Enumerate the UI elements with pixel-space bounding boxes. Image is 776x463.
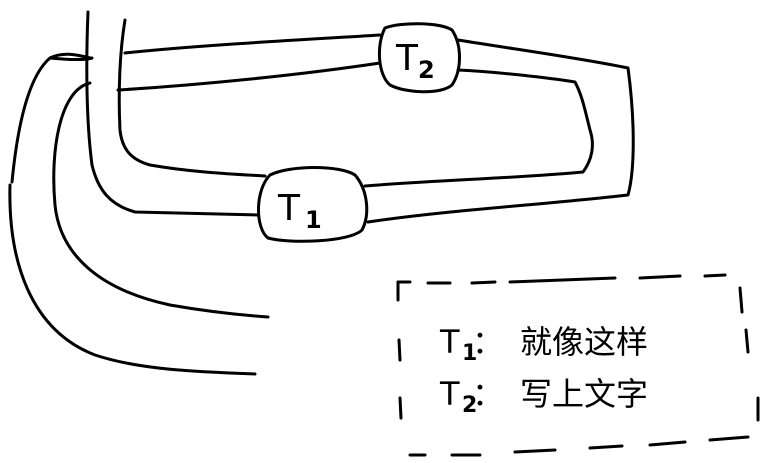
legend-box: T 1 ： 就像这样 T 2 ： 写上文字 [396, 273, 760, 457]
t1-node-subscript: 1 [305, 206, 322, 234]
track-right-inner [363, 68, 594, 188]
legend-row-2-colon: ： [472, 375, 504, 413]
legend-row-2-subscript: 2 [462, 393, 477, 418]
legend-row-1-colon: ： [472, 323, 504, 361]
legend-row-2: T 2 ： 写上文字 [439, 375, 648, 418]
left-outer-boundary [8, 183, 257, 376]
legend-border-top [396, 273, 727, 285]
legend-row-1-text: 就像这样 [520, 323, 648, 361]
t2-node-letter: T [395, 38, 419, 79]
track-right-vertical [117, 18, 267, 178]
track-to-t2-lower [116, 61, 382, 92]
legend-border-right [738, 286, 760, 422]
t1-node: T 1 [257, 166, 369, 243]
t2-node-subscript: 2 [418, 56, 435, 84]
track-to-t2-upper [123, 33, 382, 55]
t1-node-border [257, 166, 369, 243]
t1-node-letter: T [277, 188, 301, 229]
left-top-connector [48, 56, 94, 61]
legend-row-2-text: 写上文字 [520, 375, 648, 413]
legend-row-1-subscript: 1 [462, 341, 477, 366]
track-left-vertical [85, 10, 260, 217]
t2-node-border [377, 22, 461, 94]
track-right-outer [366, 38, 635, 224]
left-outer-connector [10, 52, 92, 184]
legend-row-1-letter: T [439, 323, 460, 361]
t2-node: T 2 [377, 22, 461, 94]
left-inner-boundary [52, 81, 270, 319]
legend-border-left [396, 280, 403, 420]
legend-row-2-letter: T [439, 375, 460, 413]
legend-border-bottom [408, 435, 750, 457]
legend-row-1: T 1 ： 就像这样 [439, 323, 648, 366]
